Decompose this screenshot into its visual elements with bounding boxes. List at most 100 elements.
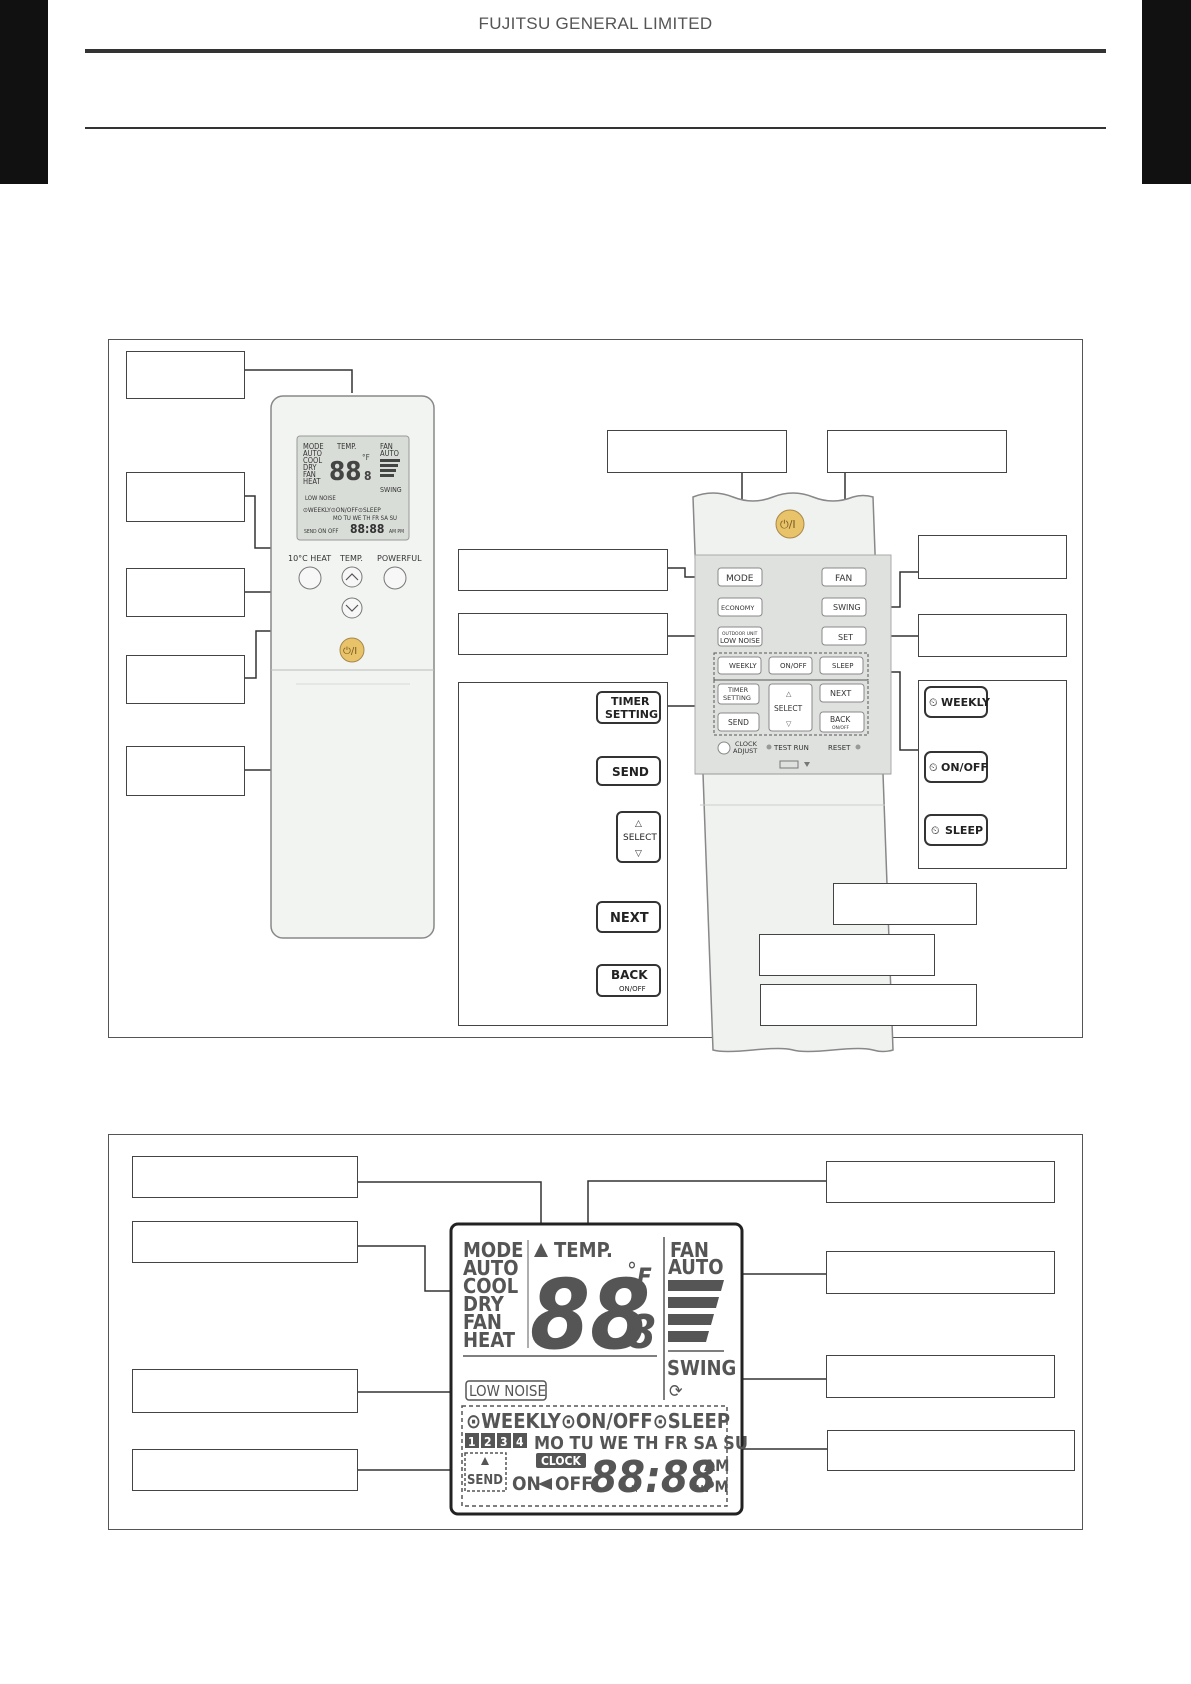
remote-lcd-ampm: AM PM	[389, 529, 404, 535]
display-off-label: OFF	[555, 1473, 593, 1495]
callout-10heat-button	[126, 472, 245, 522]
timer-keys-right: ⏲ WEEKLY ⏲ ON/OFF ⏲ SLEEP	[924, 686, 991, 846]
timer-box-timer-setting[interactable]	[596, 691, 661, 724]
display-program-number-2: 2	[484, 1435, 492, 1449]
panel-next-label: NEXT	[830, 689, 851, 698]
callout-display-low-noise	[132, 1369, 358, 1413]
remote-btn-powerful[interactable]	[383, 566, 407, 590]
remote-lcd-low-noise: LOW NOISE	[305, 495, 336, 502]
callout-fan-button	[827, 430, 1007, 473]
display-program-number-3: 3	[500, 1435, 508, 1449]
panel-sleep-button[interactable]	[819, 656, 864, 675]
display-fan-label: FAN	[670, 1238, 709, 1262]
timer-key-weekly-label: WEEKLY	[941, 696, 991, 709]
panel-power-button[interactable]	[775, 509, 805, 539]
display-clock-label: CLOCK	[541, 1454, 581, 1468]
display-send-box	[464, 1452, 507, 1492]
callout-set-button	[918, 614, 1067, 657]
display-swing-label: SWING	[667, 1356, 736, 1380]
page-edge-tab-left	[0, 0, 48, 184]
display-modes: MODE AUTO COOL DRY FAN HEAT	[463, 1238, 523, 1352]
timer-key-sleep-label: SLEEP	[945, 824, 983, 837]
panel-back-button[interactable]	[819, 711, 865, 733]
display-send-triangle-icon	[481, 1457, 489, 1465]
timer-box-keys: TIMER SETTING SEND △ SELECT ▽ NEXT BACK …	[596, 691, 661, 997]
remote-btn-power[interactable]	[339, 637, 365, 663]
callout-economy-button	[458, 549, 668, 591]
panel-swing-button[interactable]	[821, 597, 867, 617]
panel-back-label: BACK	[830, 715, 851, 724]
callout-low-noise-button	[458, 613, 668, 655]
display-hour-mark: H	[631, 1484, 638, 1495]
timer-box-back-label: BACK	[611, 968, 648, 982]
panel-outdoor-unit-label: OUTDOOR UNIT	[722, 631, 758, 637]
panel-onoff-button[interactable]	[768, 656, 813, 675]
remote-lcd-fan-bars	[380, 459, 400, 477]
timer-box-send[interactable]	[596, 756, 661, 786]
battery-icon	[779, 760, 810, 769]
panel-timer-setting-button[interactable]	[717, 683, 760, 705]
panel-low-noise-label: LOW NOISE	[720, 637, 760, 645]
display-fan-auto: AUTO	[668, 1255, 724, 1279]
callout-display-temp-indicator	[132, 1156, 358, 1198]
panel-mode-label: MODE	[726, 574, 754, 584]
remote-btn-10heat-label: 10°C HEAT	[288, 554, 331, 563]
timer-key-sleep[interactable]	[924, 814, 988, 846]
remote-btn-temp-up[interactable]	[341, 566, 363, 588]
panel-select-button[interactable]	[768, 683, 813, 732]
panel-weekly-button[interactable]	[717, 656, 762, 675]
display-onoff-arrow-icon	[538, 1478, 552, 1490]
display-fan-speed-bars	[668, 1280, 724, 1342]
panel-select-down-icon: ▽	[786, 720, 792, 728]
panel-clock-adjust-label-1: CLOCK	[735, 740, 758, 748]
panel-send-button[interactable]	[717, 712, 760, 732]
remote-open-panel-buttons: ⏻/I MODE FAN ECONOMY SWING OUTDOOR UNIT …	[713, 509, 869, 769]
remote-lcd-days: MO TU WE TH FR SA SU	[333, 515, 397, 522]
display-timer-section: ⊙WEEKLY⊙ON/OFF⊙SLEEP 1 2 3 4 MO TU WE TH…	[461, 1405, 748, 1507]
remote-btn-powerful-label: POWERFUL	[377, 554, 422, 563]
timer-box-select-label: SELECT	[623, 833, 657, 843]
display-fan-section: FAN AUTO SWING ⟳	[667, 1238, 736, 1402]
display-low-noise-label: LOW NOISE	[469, 1382, 546, 1400]
timer-box-back[interactable]	[596, 964, 661, 997]
callout-display-timer	[827, 1430, 1075, 1471]
timer-box-select-down-icon: ▽	[635, 849, 642, 859]
remote-lcd-timer-labels: ⊙WEEKLY⊙ON/OFF⊙SLEEP	[303, 506, 381, 514]
panel-economy-button[interactable]	[717, 597, 763, 617]
panel-set-button[interactable]	[821, 626, 867, 646]
callout-power-button	[126, 746, 245, 796]
timer-box-select[interactable]	[616, 811, 661, 863]
display-days: MO TU WE TH FR SA SU	[534, 1433, 748, 1454]
display-clock-badge	[536, 1453, 586, 1468]
panel-fan-label: FAN	[835, 574, 852, 584]
timer-key-onoff[interactable]	[924, 751, 988, 783]
page-edge-tab-right	[1142, 0, 1191, 184]
remote-btn-10heat[interactable]	[298, 566, 322, 590]
panel-next-button[interactable]	[819, 683, 865, 703]
panel-clock-adjust-button[interactable]	[717, 741, 731, 755]
panel-reset-button[interactable]	[855, 744, 861, 750]
panel-test-run-button[interactable]	[766, 744, 772, 750]
timer-box-next[interactable]	[596, 901, 661, 933]
display-cool: COOL	[463, 1274, 518, 1298]
display-temp-decimal-digit: 8	[627, 1305, 656, 1359]
display-dry: DRY	[463, 1292, 505, 1316]
display-auto: AUTO	[463, 1256, 519, 1280]
display-temp-digits: 88	[530, 1259, 650, 1371]
company-name: FUJITSU GENERAL LIMITED	[478, 14, 713, 33]
panel-mode-button[interactable]	[717, 567, 763, 587]
callout-signal-transmitter	[126, 351, 245, 399]
remote-btn-temp-down[interactable]	[341, 597, 363, 619]
timer-key-weekly[interactable]	[924, 686, 988, 718]
panel-fan-button[interactable]	[821, 567, 867, 587]
display-minute-mark: M	[696, 1484, 704, 1495]
display-program-numbers	[465, 1433, 527, 1448]
panel-back-sub-label: ON/OFF	[832, 725, 850, 731]
display-temperature: TEMP. 88 8 ° F	[530, 1238, 656, 1371]
panel-low-noise-button[interactable]	[717, 626, 763, 647]
panel-onoff-label: ON/OFF	[780, 662, 807, 670]
